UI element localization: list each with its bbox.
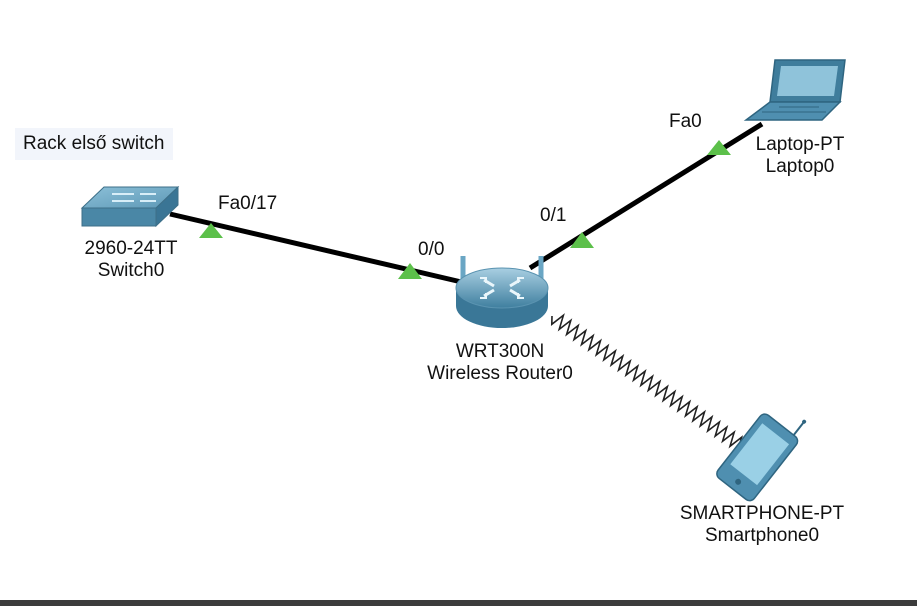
link-switch-router[interactable]	[169, 211, 471, 287]
link-status-up-switch	[199, 223, 223, 238]
port-label-router-switch: 0/0	[418, 239, 445, 260]
laptop-name: Laptop0	[765, 156, 835, 177]
smartphone-icon[interactable]	[714, 397, 811, 503]
switch-model: 2960-24TT	[84, 238, 178, 259]
port-label-laptop: Fa0	[669, 111, 702, 132]
smartphone-model: SMARTPHONE-PT	[679, 503, 845, 524]
router-name: Wireless Router0	[427, 363, 573, 384]
laptop-model: Laptop-PT	[755, 134, 845, 155]
link-status-up-router-switch	[398, 263, 422, 279]
laptop-icon[interactable]	[743, 59, 846, 121]
smartphone-name: Smartphone0	[704, 525, 820, 546]
bottom-divider	[0, 600, 917, 606]
link-router-laptop[interactable]	[528, 121, 764, 271]
port-label-switch: Fa0/17	[218, 193, 278, 214]
router-label: WRT300N Wireless Router0	[392, 341, 608, 385]
router-model: WRT300N	[455, 341, 545, 362]
wireless-router-icon[interactable]	[455, 256, 549, 328]
switch-icon[interactable]	[80, 185, 180, 228]
port-label-router-laptop: 0/1	[540, 205, 567, 226]
note-label[interactable]: Rack első switch	[15, 128, 173, 160]
smartphone-label: SMARTPHONE-PT Smartphone0	[652, 503, 872, 547]
laptop-label: Laptop-PT Laptop0	[735, 134, 865, 178]
switch-label: 2960-24TT Switch0	[66, 238, 196, 282]
wireless-link-router-smartphone	[550, 313, 744, 452]
link-status-up-router-laptop	[570, 232, 594, 248]
link-status-up-laptop	[707, 140, 731, 155]
switch-name: Switch0	[97, 260, 165, 281]
